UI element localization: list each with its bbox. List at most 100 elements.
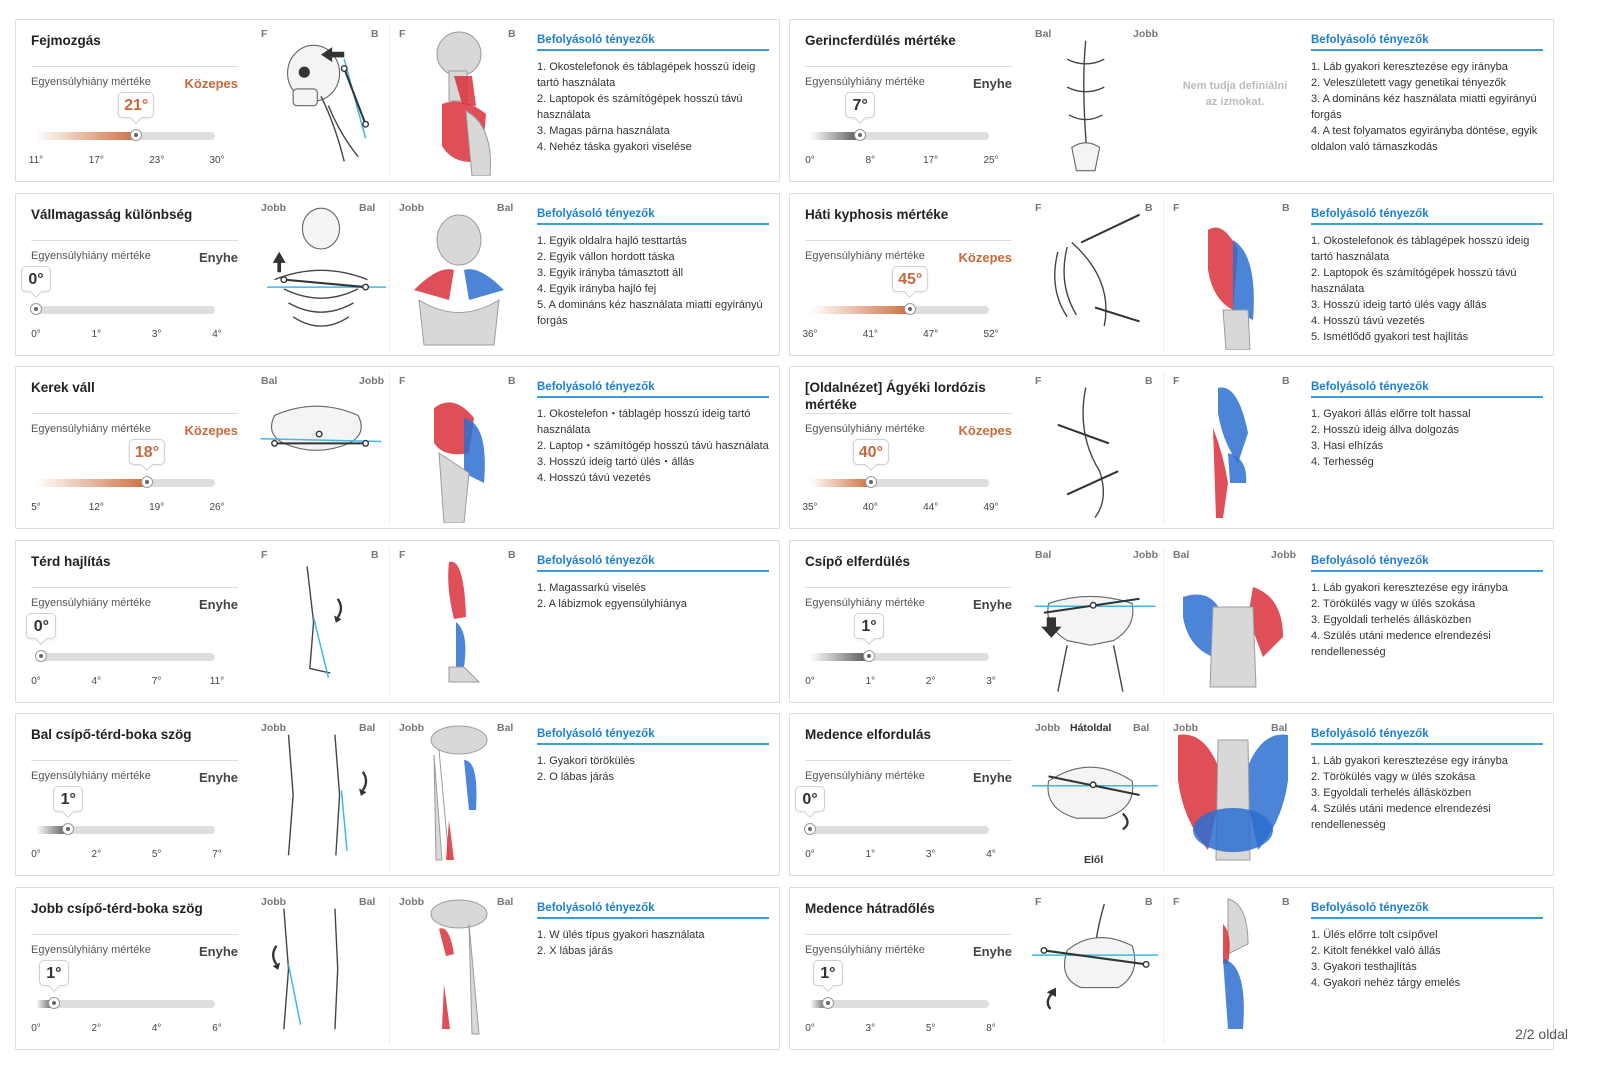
tick-label: 35° [802,502,818,513]
slider-ticks: 0°2°4°6° [28,1023,238,1037]
factor-item: 2. Egyik vállon hordott táska [537,250,675,263]
meter-label: Egyensúlyhiány mértéke [31,770,151,782]
value-bubble: 0° [795,786,825,812]
assessment-grid: Fejmozgás Egyensúlyhiány mértéke Közepes… [15,19,1587,1069]
factor-item: 4. Szülés utáni medence elrendezési rend… [1311,629,1491,658]
factors-title: Befolyásoló tényezők [537,34,769,51]
posture-illustration [1057,387,1119,519]
tick-label: 1° [91,328,102,340]
influencing-factors: Befolyásoló tényezők 1. Egyik oldalra ha… [537,208,769,329]
assessment-card: Jobb csípő-térd-boka szög Egyensúlyhiány… [15,886,780,1050]
factors-list: 1. Okostelefonok és táblagépek hosszú id… [537,59,769,155]
muscle-illustration [1208,227,1254,350]
illustration-divider [1163,893,1164,1044]
tick-label: 0° [31,675,41,687]
muscle-illustration [430,899,488,1034]
direction-label: Bal [497,895,514,908]
factor-item: 4. Szülés utáni medence elrendezési rend… [1311,803,1491,831]
tick-label: 26° [209,502,225,513]
tick-label: 30° [209,155,225,166]
tick-label: 47° [923,328,939,340]
illustration-divider [1163,199,1164,350]
posture-illustration [287,734,368,856]
tick-label: 0° [31,1022,41,1034]
meter-row: Egyensúlyhiány mértéke Enyhe [31,933,238,964]
imbalance-level: Enyhe [198,596,238,612]
tick-label: 2° [91,849,102,860]
meter-label: Egyensúlyhiány mértéke [805,76,925,88]
direction-label: B [1282,375,1290,387]
slider-ticks: 11°17°23°30° [28,155,238,169]
tick-label: 23° [149,155,165,166]
imbalance-slider [810,302,989,315]
card-title: Gerincferdülés mértéke [805,33,956,48]
no-muscle-note: Nem tudja definiálni az izmokat. [1182,80,1288,108]
factors-list: 1. Okostelefon・táblagép hosszú ideig tar… [537,406,769,486]
tick-label: 3° [865,1022,876,1034]
direction-label: Jobb [261,201,287,214]
direction-label: Bal [359,201,376,214]
illustration-divider [389,373,390,523]
direction-label: Jobb [399,895,425,908]
slider-knob [47,996,60,1009]
slider-knob [35,649,48,662]
factors-title: Befolyásoló tényezők [1311,208,1543,225]
influencing-factors: Befolyásoló tényezők 1. Okostelefonok és… [537,34,769,155]
tick-label: 1° [865,849,876,860]
slider-ticks: 0°8°17°25° [802,155,1012,169]
posture-illustration [1034,595,1156,692]
meter-row: Egyensúlyhiány mértéke Enyhe [31,760,238,790]
meter-label: Egyensúlyhiány mértéke [805,770,925,782]
imbalance-slider [810,649,989,662]
assessment-card: Vállmagasság különbség Egyensúlyhiány mé… [15,192,780,356]
direction-label: Jobb [1035,722,1061,734]
factor-item: 3. Hosszú ideig tartó ülés vagy állás [1311,298,1487,311]
meter-row: Egyensúlyhiány mértéke Enyhe [805,586,1012,617]
assessment-card: Térd hajlítás Egyensúlyhiány mértéke Eny… [15,539,780,703]
direction-label: F [1035,375,1042,387]
factor-item: 1. Egyik oldalra hajló testtartás [537,234,687,247]
meter-row: Egyensúlyhiány mértéke Közepes [805,239,1012,270]
meter-row: Egyensúlyhiány mértéke Enyhe [805,66,1012,96]
posture-illustration [287,44,370,162]
meter-label: Egyensúlyhiány mértéke [805,943,925,956]
muscle-illustration [448,561,481,682]
factor-item: 3. Hasi elhízás [1311,440,1384,452]
value-bubble: 1° [53,786,84,812]
direction-label: F [399,375,406,387]
tick-label: 5° [31,502,41,513]
slider-ticks: 5°12°19°26° [28,502,238,516]
factor-item: 2. Törökülés vagy w ülés szokása [1311,771,1476,783]
muscle-illustration [1213,387,1248,518]
imbalance-level: Közepes [958,423,1012,438]
posture-illustration [1066,40,1105,172]
assessment-card: Fejmozgás Egyensúlyhiány mértéke Közepes… [15,19,780,182]
assessment-card: Csípő elferdülés Egyensúlyhiány mértéke … [789,539,1554,703]
slider-knob [30,302,42,315]
tick-label: 4° [91,675,102,687]
factor-item: 2. O lábas járás [537,771,615,783]
factor-item: 3. Egyoldali terhelés állásközben [1311,613,1472,626]
assessment-card: Medence elfordulás Egyensúlyhiány mérték… [789,713,1554,876]
direction-label: Jobb [261,722,287,734]
meter-row: Egyensúlyhiány mértéke Enyhe [805,760,1012,790]
meter-row: Egyensúlyhiány mértéke Közepes [31,413,238,443]
assessment-card: Medence hátradőlés Egyensúlyhiány mérték… [789,886,1554,1050]
direction-label: Bal [261,375,278,387]
posture-illustration [306,565,343,678]
card-title: Bal csípő-térd-boka szög [31,727,192,742]
tick-label: 19° [149,502,165,513]
direction-label: F [1035,201,1042,214]
slider-knob [140,476,153,488]
factor-item: 3. Hosszú ideig tartó ülés・állás [537,456,695,468]
direction-label: Bal [1035,548,1052,561]
tick-label: 4° [986,849,996,860]
factor-item: 1. Gyakori törökülés [537,755,635,767]
value-bubble: 7° [845,92,876,118]
slider-ticks: 0°3°5°8° [802,1023,1012,1037]
tick-label: 17° [923,155,939,166]
assessment-card: [Oldalnézet] Ágyéki lordózis mértéke Egy… [789,366,1554,529]
